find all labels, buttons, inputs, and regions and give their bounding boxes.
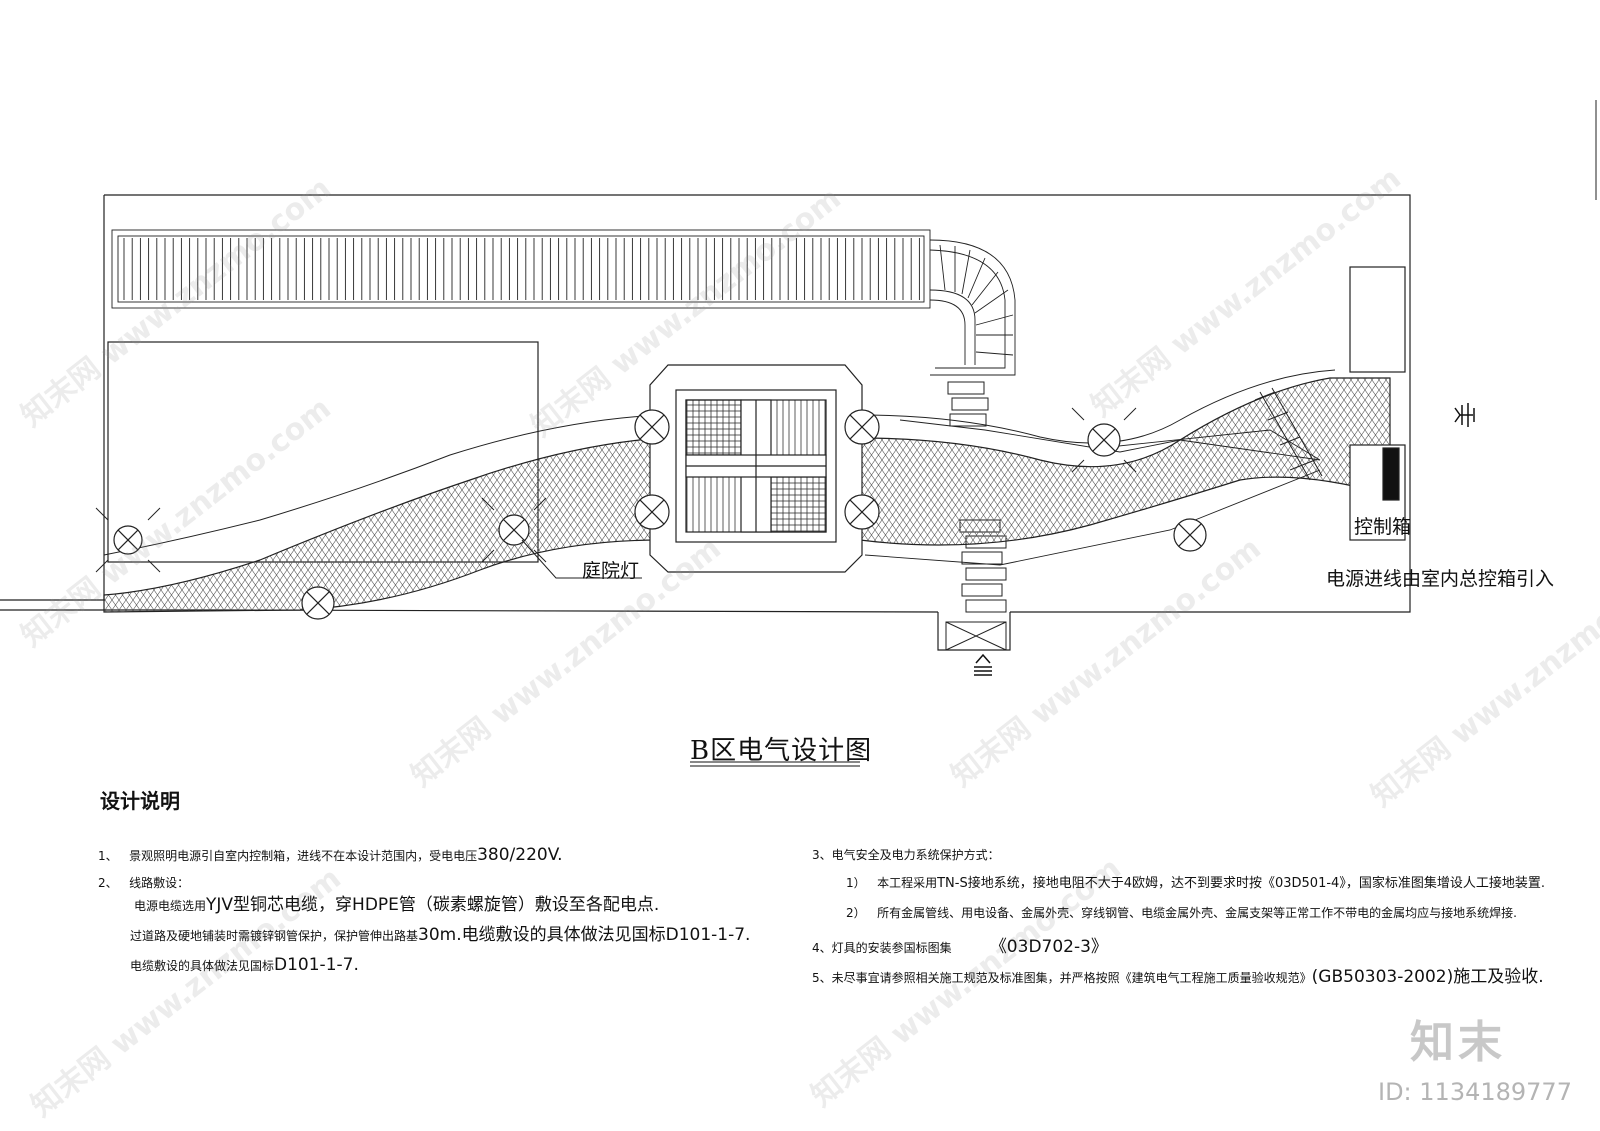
power-inlet-label: 电源进线由室内总控箱引入 xyxy=(1326,568,1555,590)
courtyard-lamp-icon xyxy=(301,586,335,620)
lamp-rays xyxy=(95,507,161,573)
north-arrow-icon xyxy=(1454,403,1475,427)
lamp-label: 庭院灯 xyxy=(582,560,640,582)
note-item: 过道路及硬地铺装时需镀锌钢管保护，保护管伸出路基30m.电缆敷设的具体做法见国标… xyxy=(130,925,751,945)
stepping-stone xyxy=(947,381,985,395)
courtyard-lamp-icon xyxy=(844,409,880,445)
drawing-title: B区电气设计图 xyxy=(690,736,873,766)
courtyard-lamp-icon xyxy=(113,525,143,555)
stepping-stone xyxy=(965,599,1007,613)
stepping-stone xyxy=(965,567,1007,581)
courtyard-lamps xyxy=(95,407,1207,620)
central-pavilion xyxy=(649,364,863,573)
courtyard-lamp-icon xyxy=(498,514,530,546)
control-box xyxy=(1349,266,1406,541)
stepping-stones-north xyxy=(947,381,989,427)
curved-bench-corner xyxy=(929,239,1016,376)
courtyard-lamp-icon xyxy=(634,494,670,530)
notes-heading: 设计说明 xyxy=(100,789,180,813)
lamp-leader xyxy=(521,539,642,579)
courtyard-lamp-icon xyxy=(844,494,880,530)
control-box-label: 控制箱 xyxy=(1354,516,1412,538)
note-item: 电源电缆选用YJV型铜芯电缆，穿HDPE管（碳素螺旋管）敷设至各配电点. xyxy=(134,895,660,915)
entrance-gate xyxy=(945,621,1007,651)
courtyard-lamp-icon xyxy=(634,409,670,445)
pipe-sleeve xyxy=(1254,387,1323,481)
note-item: 2） 所有金属管线、用电设备、金属外壳、穿线钢管、电缆金属外壳、金属支架等正常工… xyxy=(846,906,1517,920)
note-item: 电缆敷设的具体做法见国标D101-1-7. xyxy=(130,955,359,975)
note-item: 4、灯具的安装参国标图集 《03D702-3》 xyxy=(812,937,1108,957)
bench-frame xyxy=(111,229,931,309)
slatted-bench xyxy=(111,229,931,309)
courtyard-lamp-icon xyxy=(1173,518,1207,552)
note-item: 1、 景观照明电源引自室内控制箱，进线不在本设计范围内，受电电压380/220V… xyxy=(98,845,563,865)
cable-lines xyxy=(864,419,1321,566)
watermark-id: ID: 1134189777 xyxy=(1378,1078,1572,1106)
lamp-rays xyxy=(1071,407,1137,473)
watermark-logo: 知末 xyxy=(1410,1017,1506,1068)
note-item: 3、电气安全及电力系统保护方式： xyxy=(812,848,1000,862)
entrance-arrow-icon xyxy=(974,653,992,676)
courtyard-lamp-icon xyxy=(1087,423,1121,457)
stepping-stone xyxy=(951,397,989,411)
title-underline xyxy=(690,761,860,767)
bench-inner xyxy=(117,235,925,303)
stepping-stone xyxy=(961,583,1003,597)
lamp-rays xyxy=(481,497,547,563)
note-item: 5、未尽事宜请参照相关施工规范及标准图集，并严格按照《建筑电气工程施工质量验收规… xyxy=(812,967,1544,987)
note-item: 2、 线路敷设： xyxy=(98,876,190,890)
note-item: 1） 本工程采用TN-S接地系统，接地电阻不大于4欧姆，达不到要求时按《03D5… xyxy=(846,876,1545,891)
